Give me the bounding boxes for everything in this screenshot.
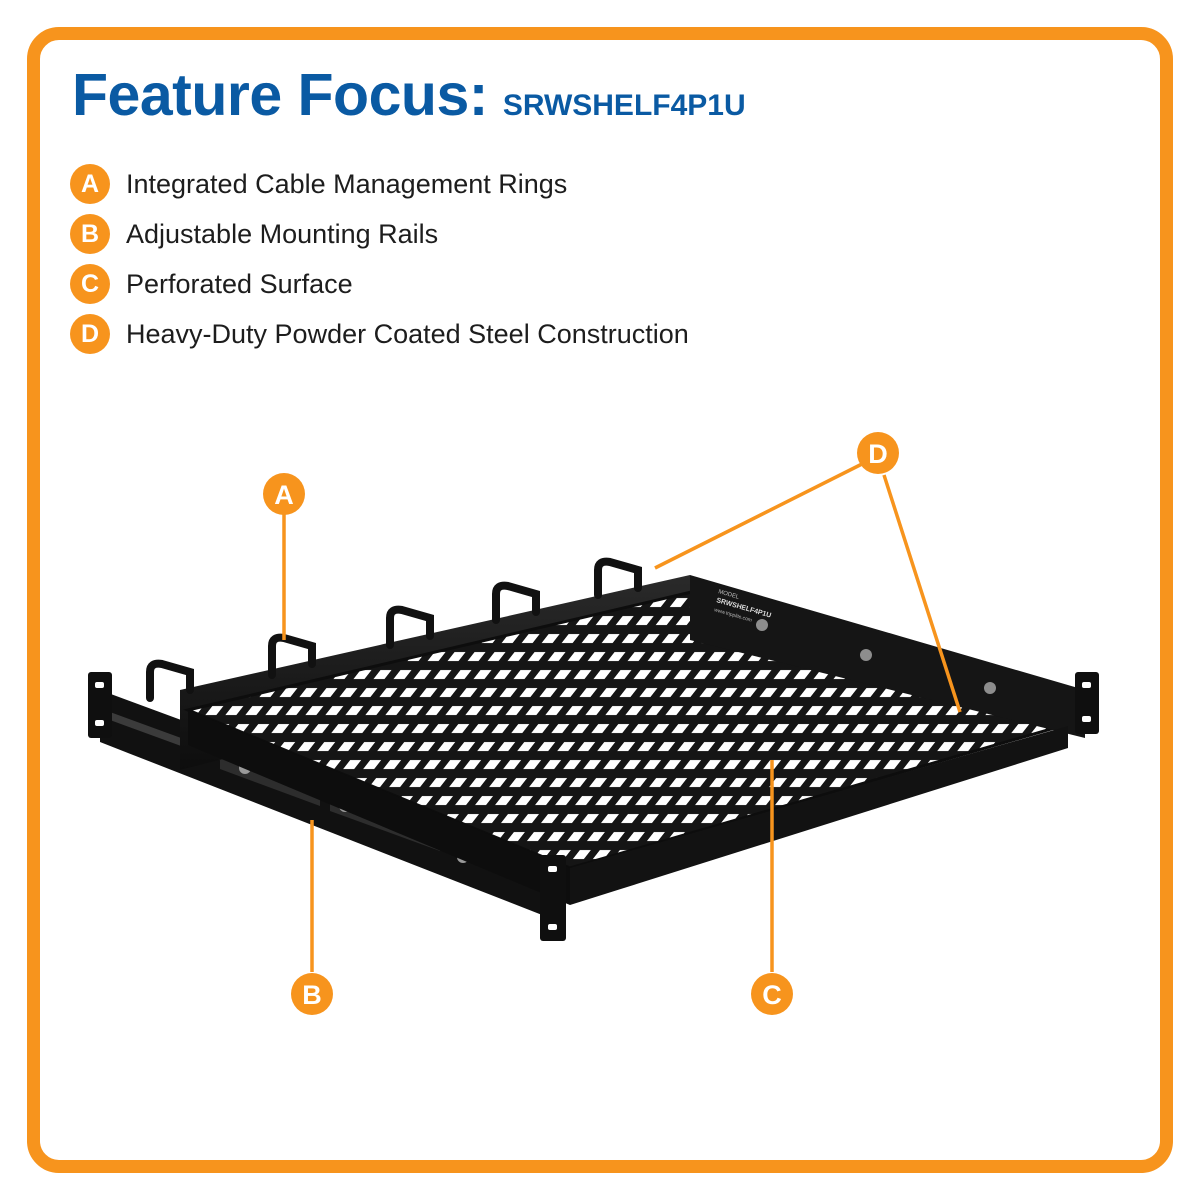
- callout-b: B: [291, 973, 333, 1015]
- callout-c-label: C: [762, 980, 782, 1010]
- badge-d: D: [70, 314, 110, 354]
- model-number: SRWSHELF4P1U: [502, 89, 746, 122]
- page-title: Feature Focus: SRWSHELF4P1U: [72, 66, 746, 125]
- right-side-wall: MODEL SRWSHELF4P1U www.tripplite.com: [690, 575, 1099, 738]
- title-text: Feature Focus:: [72, 62, 488, 128]
- feature-text-d: Heavy-Duty Powder Coated Steel Construct…: [126, 319, 689, 349]
- callout-d-label: D: [868, 439, 888, 469]
- badge-b: B: [70, 214, 110, 254]
- callout-c: C: [751, 973, 793, 1015]
- cable-management-rings: [146, 557, 642, 702]
- callout-a-label: A: [274, 480, 294, 510]
- front-lip: [188, 710, 1068, 941]
- callout-b-label: B: [302, 980, 322, 1010]
- badge-a: A: [70, 164, 110, 204]
- feature-text-b: Adjustable Mounting Rails: [126, 219, 439, 249]
- callout-a: A: [263, 473, 305, 515]
- feature-text-c: Perforated Surface: [126, 269, 353, 299]
- feature-text-a: Integrated Cable Management Rings: [126, 169, 568, 199]
- callout-d: D: [857, 432, 899, 474]
- label-line-1: MODEL: [717, 589, 740, 601]
- leader-lines: [282, 462, 962, 972]
- badge-c: C: [70, 264, 110, 304]
